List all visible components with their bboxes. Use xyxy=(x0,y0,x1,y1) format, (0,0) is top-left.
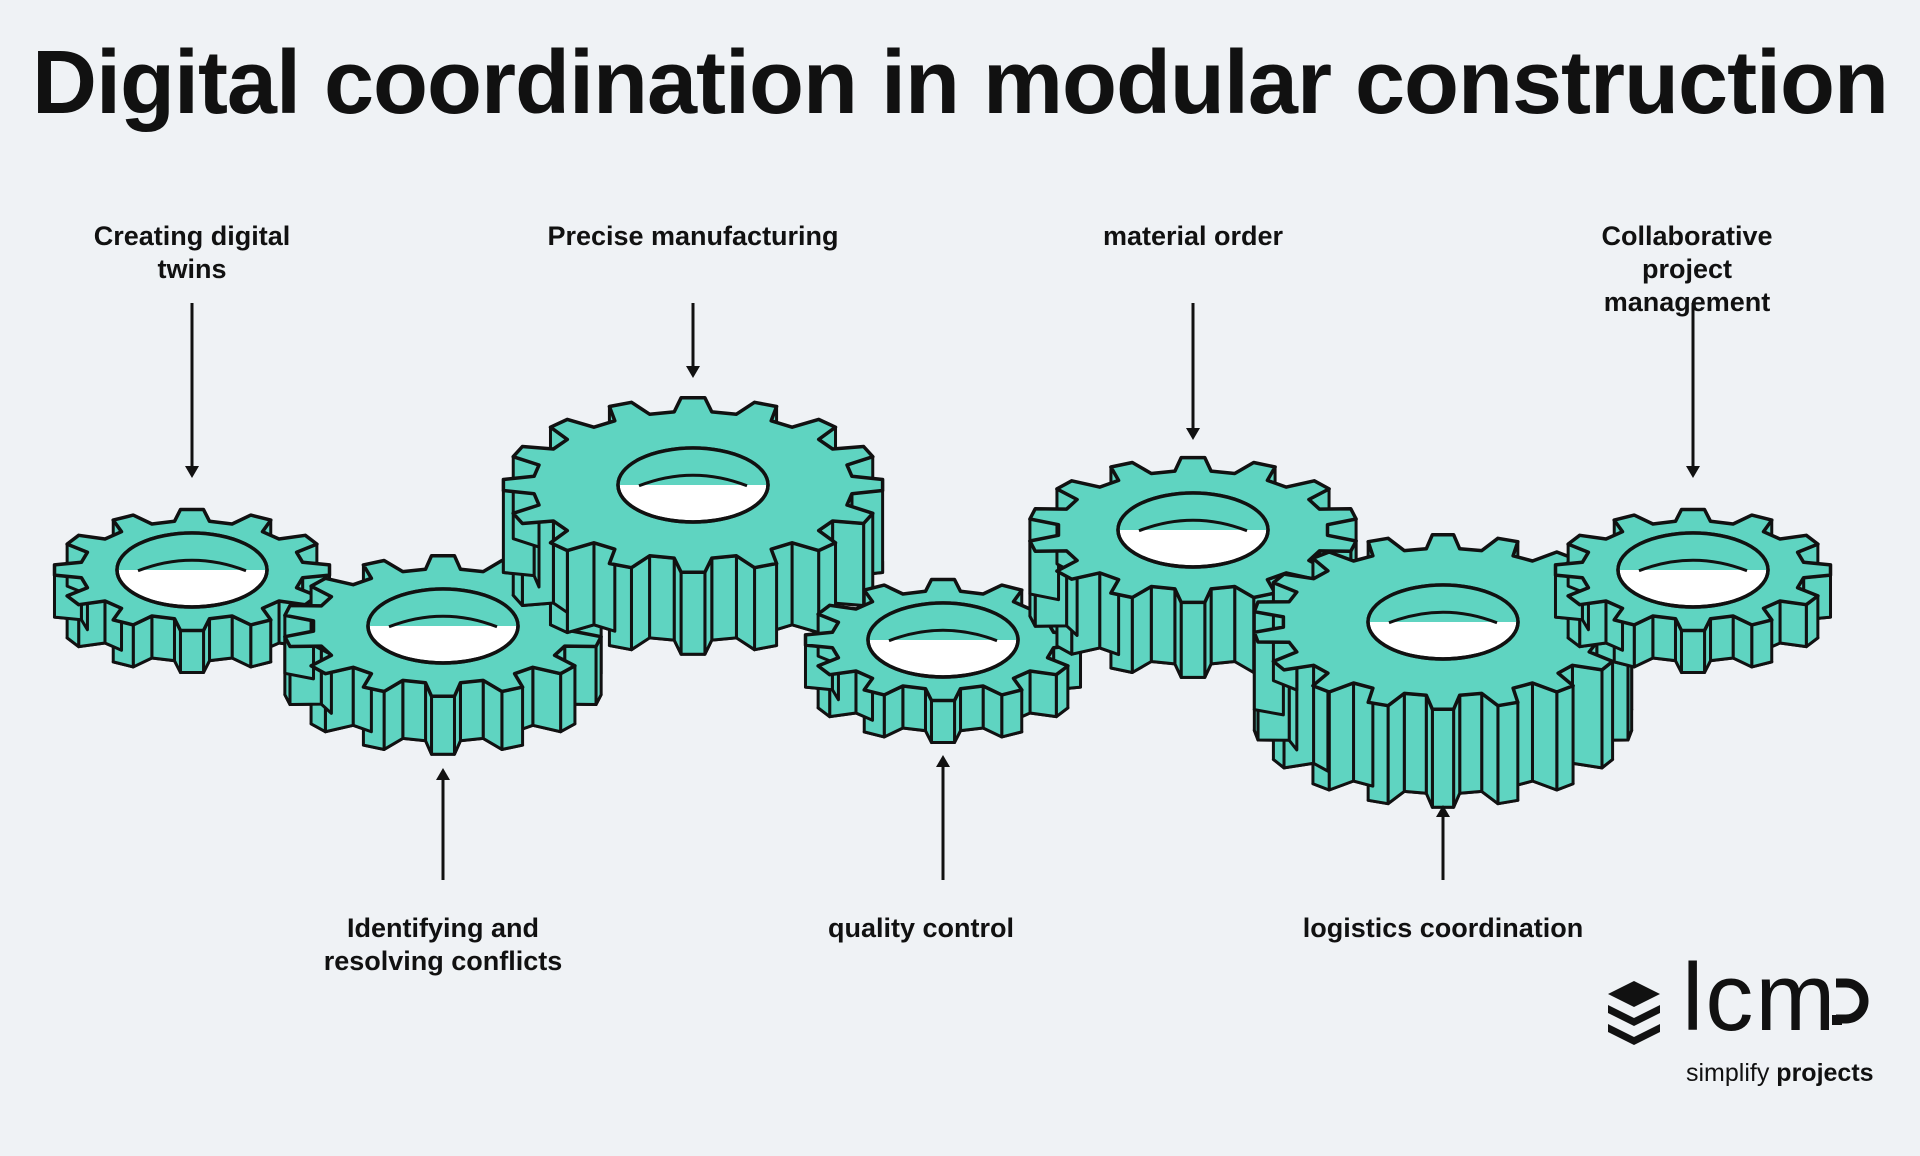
page-title: Digital coordination in modular construc… xyxy=(31,33,1889,133)
gear-6 xyxy=(1252,532,1634,809)
brand-tagline: simplify projects xyxy=(1686,1059,1874,1088)
brand-mark-d-icon xyxy=(1832,978,1869,1025)
gear-2 xyxy=(283,554,603,756)
arrow-6 xyxy=(936,755,950,880)
label-material-order: material order xyxy=(1102,221,1284,251)
gear-3 xyxy=(501,396,885,656)
arrow-7 xyxy=(1436,805,1450,880)
arrow-1 xyxy=(185,303,199,478)
label-manufacturing: Precise manufacturing xyxy=(547,221,839,251)
arrow-3 xyxy=(1186,303,1200,440)
stacked-layers-icon xyxy=(1608,981,1660,1045)
tagline-bold: projects xyxy=(1776,1059,1874,1087)
label-quality-control: quality control xyxy=(827,913,1015,943)
label-logistics: logistics coordination xyxy=(1302,913,1584,943)
label-digital-twins: Creating digital twins xyxy=(93,221,291,284)
arrow-2 xyxy=(686,303,700,378)
arrow-4 xyxy=(1686,303,1700,478)
tagline-regular: simplify xyxy=(1686,1059,1770,1087)
label-conflicts: Identifying and resolving conflicts xyxy=(323,913,563,976)
gear-7 xyxy=(1553,507,1833,675)
brand-wordmark: lcm xyxy=(1682,944,1838,1051)
arrow-5 xyxy=(436,768,450,880)
label-project-management: Collaborative project management xyxy=(1601,221,1773,317)
brand-logo: lcm simplify projects xyxy=(1600,944,1880,1095)
gear-4 xyxy=(803,577,1083,745)
